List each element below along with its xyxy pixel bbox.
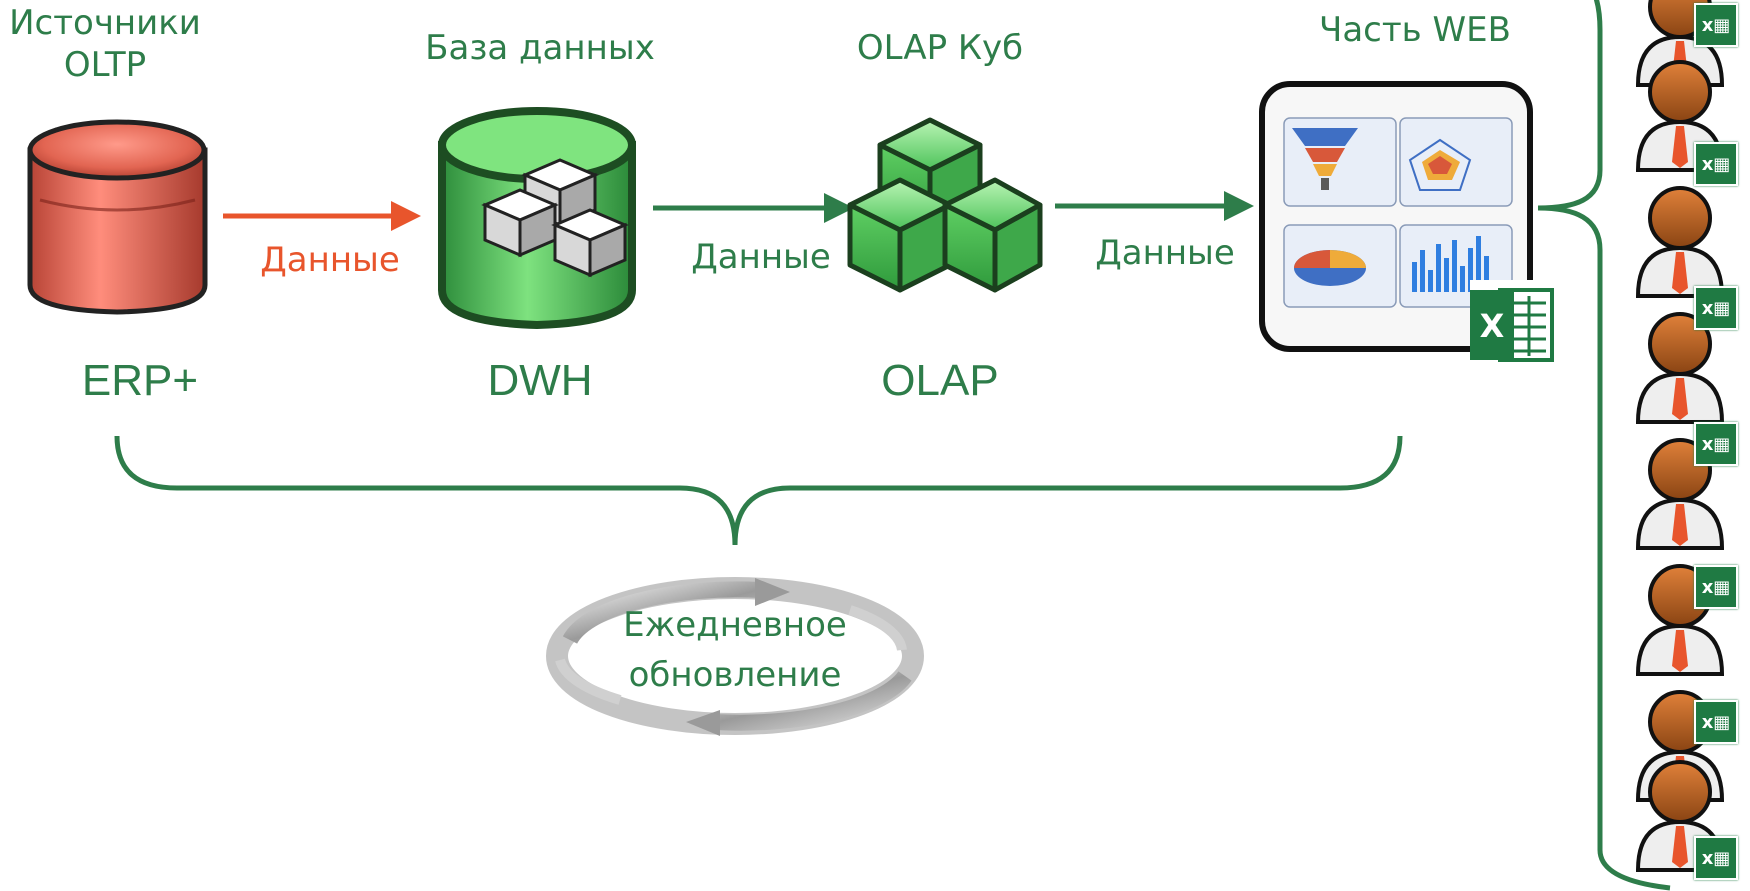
data-flow-label-3: Данные bbox=[1095, 233, 1235, 273]
olap-label: OLAP bbox=[881, 356, 999, 405]
data-flow-label-2: Данные bbox=[691, 237, 831, 277]
dwh-label: DWH bbox=[487, 356, 593, 405]
dwh-cylinder-icon bbox=[438, 107, 636, 330]
web-part-title: Часть WEB bbox=[1319, 10, 1511, 50]
database-title: База данных bbox=[425, 28, 655, 68]
svg-text:X: X bbox=[1480, 307, 1505, 345]
excel-badge-icon: x▦ bbox=[1694, 286, 1738, 330]
users-column bbox=[1635, 0, 1725, 872]
user-icon bbox=[1635, 186, 1725, 298]
daily-refresh-label: Ежедневное обновление bbox=[623, 605, 847, 695]
excel-badge-icon: x▦ bbox=[1694, 142, 1738, 186]
pipeline-brace bbox=[114, 435, 1403, 546]
excel-badge-icon: x▦ bbox=[1694, 422, 1738, 466]
users-brace-top bbox=[1537, 0, 1603, 211]
erp-cylinder-icon bbox=[27, 119, 208, 315]
excel-logo-icon: X bbox=[1470, 280, 1556, 370]
excel-badge-icon: x▦ bbox=[1694, 565, 1738, 609]
excel-badge-icon: x▦ bbox=[1694, 700, 1738, 744]
olap-cube-icon bbox=[847, 117, 1043, 293]
refresh-cycle-icon bbox=[546, 577, 924, 736]
erp-label: ERP+ bbox=[81, 356, 199, 405]
user-icon bbox=[1635, 60, 1725, 172]
users-brace-bottom bbox=[1537, 205, 1671, 891]
sources-title: Источники OLTP bbox=[9, 3, 201, 85]
user-icon bbox=[1635, 564, 1725, 676]
excel-badge-icon: x▦ bbox=[1694, 836, 1738, 880]
data-flow-label-1: Данные bbox=[260, 240, 400, 280]
web-dashboard-icon bbox=[1259, 81, 1533, 352]
user-icon bbox=[1635, 312, 1725, 424]
excel-badge-icon: x▦ bbox=[1694, 3, 1738, 47]
olap-cube-title: OLAP Куб bbox=[856, 28, 1024, 68]
